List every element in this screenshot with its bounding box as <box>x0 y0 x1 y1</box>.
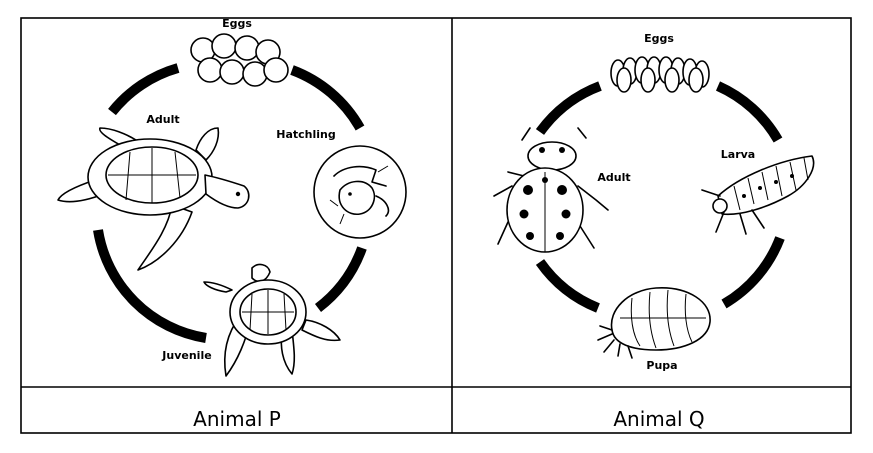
cycle-arrows-p <box>93 63 367 343</box>
stage-label-larva: Larva <box>721 148 755 161</box>
stage-label-eggs-p: Eggs <box>222 17 252 30</box>
stage-label-pupa: Pupa <box>646 359 677 372</box>
caption-animal-q: Animal Q <box>613 407 704 431</box>
ladybug-icon <box>493 127 609 253</box>
figure-frame <box>20 17 852 434</box>
turtle-eggs-icon <box>190 33 289 87</box>
juvenile-turtle-icon <box>203 263 341 377</box>
cycle-arrows-q <box>535 81 785 313</box>
larva-icon <box>701 155 815 235</box>
caption-animal-p: Animal P <box>193 407 281 431</box>
stage-label-eggs-q: Eggs <box>644 32 674 45</box>
stage-label-juvenile: Juvenile <box>161 349 211 362</box>
hatchling-turtle-icon <box>313 145 407 239</box>
beetle-eggs-icon <box>610 56 710 93</box>
stage-label-hatchling: Hatchling <box>276 128 336 141</box>
panel-animal-q: Eggs Adult Larva <box>493 32 815 431</box>
adult-turtle-icon <box>57 127 250 271</box>
stage-label-adult-p: Adult <box>146 113 179 126</box>
panel-animal-p: Eggs Adult Hatchling <box>57 17 407 431</box>
stage-label-adult-q: Adult <box>597 171 630 184</box>
pupa-icon <box>597 287 711 359</box>
